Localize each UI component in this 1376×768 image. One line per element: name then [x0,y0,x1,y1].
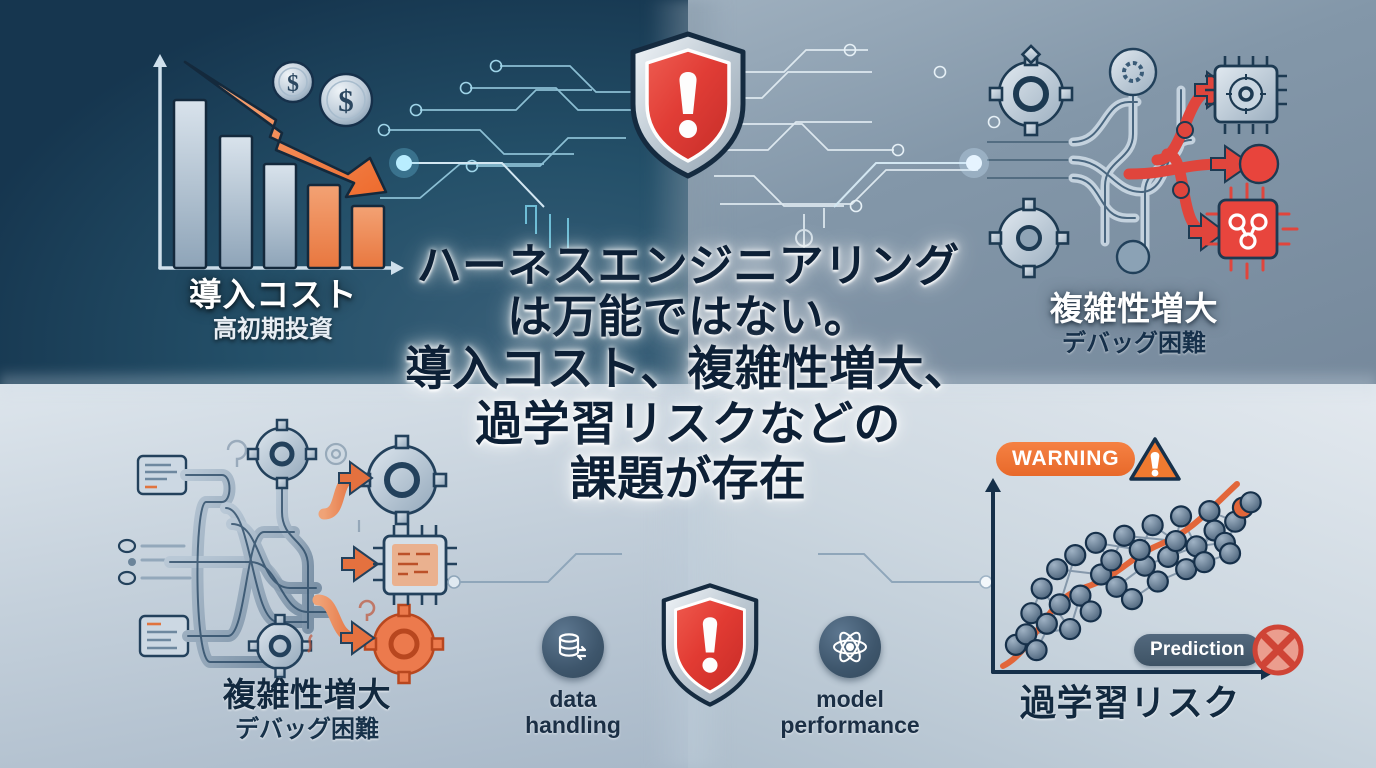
caption-bottom-right-title: 過学習リスク [1019,682,1241,723]
tangled-wires-illustration [985,42,1299,287]
warning-badge[interactable]: WARNING [996,442,1136,476]
headline: ハーネスエンジニアリング は万能ではない。 導入コスト、複雑性増大、 過学習リス… [386,240,990,507]
headline-line-1: ハーネスエンジニアリング [416,239,960,292]
overfitting-scatter-illustration [975,440,1285,690]
circle-x-icon [1251,623,1305,677]
model-performance-label: model performance [760,686,940,739]
caption-top-right: 複雑性増大 デバッグ困難 [1000,290,1268,357]
caption-top-left: 導入コスト 高初期投資 [128,276,418,343]
bottom-connector-lines [440,552,1000,632]
data-handling-label-line2: handling [525,711,621,738]
model-performance-label-line1: model [816,686,884,712]
warning-triangle-icon [1129,436,1182,482]
atom-icon[interactable] [819,616,881,678]
data-handling-label: data handling [518,686,628,739]
caption-bottom-left-title: 複雑性増大 [222,676,392,713]
quadrant-top-left-background [0,0,688,384]
shield-exclamation-icon-bottom [657,582,763,708]
shield-exclamation-icon-top [625,30,751,180]
caption-top-left-title: 導入コスト [188,276,358,313]
circuit-traces-top [377,18,1001,248]
database-sync-icon[interactable] [542,616,604,678]
caption-bottom-left: 複雑性増大 デバッグ困難 [172,676,442,743]
caption-top-right-title: 複雑性増大 [1049,290,1219,327]
data-handling-label-line1: data [549,686,597,712]
svg-text:$: $ [338,83,354,118]
tangled-pipes-illustration [112,412,457,685]
prediction-badge-group[interactable]: Prediction [1134,623,1305,677]
caption-top-left-subtitle: 高初期投資 [213,315,333,343]
headline-line-4: 過学習リスクなどの [475,397,901,452]
caption-bottom-left-subtitle: デバッグ困難 [235,715,379,743]
model-performance-icon-group[interactable]: model performance [760,616,940,739]
prediction-badge[interactable]: Prediction [1134,634,1261,666]
warning-badge-group[interactable]: WARNING [996,436,1182,482]
svg-text:$: $ [287,71,299,97]
caption-top-right-subtitle: デバッグ困難 [1062,329,1206,357]
headline-line-5: 課題が存在 [569,451,807,507]
caption-bottom-right: 過学習リスク [980,682,1280,723]
horizontal-seam [0,368,1376,400]
headline-line-3: 導入コスト、複雑性増大、 [405,342,971,398]
headline-line-2: は万能ではない。 [507,290,869,344]
declining-bar-chart-illustration: $ $ [130,40,410,290]
model-performance-label-line2: performance [780,711,920,738]
data-handling-icon-group[interactable]: data handling [518,616,628,739]
